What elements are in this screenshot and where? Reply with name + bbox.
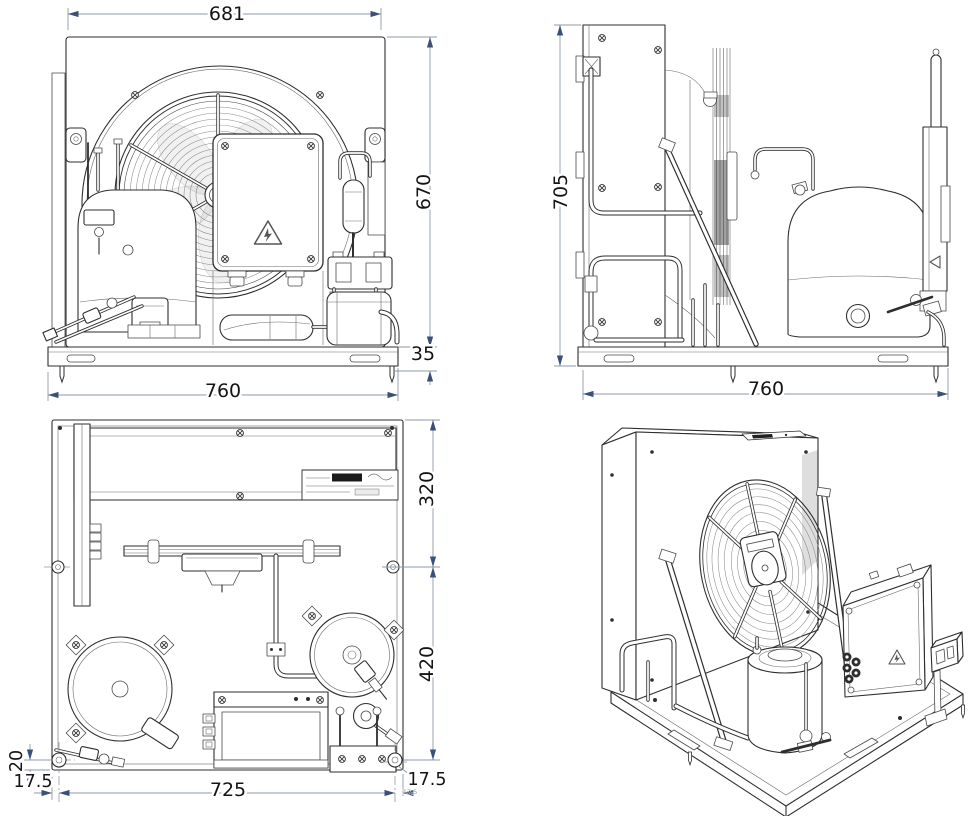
dim-top-hole-pitch: 725 bbox=[210, 779, 246, 801]
iso-nameplate bbox=[741, 430, 807, 441]
compressor-front bbox=[42, 138, 197, 344]
front-dimensions: 681 670 35 760 bbox=[47, 1, 438, 405]
dim-front-base-height: 35 bbox=[411, 343, 435, 365]
nameplate bbox=[301, 469, 399, 501]
iso-cable-glands bbox=[842, 652, 861, 684]
cable-glands-top bbox=[202, 713, 216, 750]
dim-top-hole-offset-bottom: 20 bbox=[7, 750, 27, 772]
dim-front-width-bottom: 760 bbox=[205, 380, 241, 402]
side-dimensions: 705 760 bbox=[548, 24, 949, 403]
iso-electrical-box bbox=[842, 563, 934, 698]
iso-pressure-switch bbox=[924, 631, 964, 727]
baseplate-side bbox=[577, 346, 949, 383]
compressor-top bbox=[54, 634, 179, 768]
side-view: 705 760 bbox=[548, 24, 951, 403]
top-view: 320 420 20 17.5 725 17.5 17.5 bbox=[5, 419, 449, 804]
dim-top-rear-depth: 320 bbox=[416, 471, 438, 507]
terminal-strip bbox=[89, 523, 102, 560]
dim-top-hole-offset-right: 17.5 bbox=[408, 770, 447, 790]
side-panel-edge bbox=[51, 72, 66, 348]
dim-side-height: 705 bbox=[550, 174, 572, 210]
filter-drier bbox=[338, 151, 372, 259]
dim-front-height: 670 bbox=[413, 174, 435, 210]
dim-top-hole-offset-left: 17.5 bbox=[14, 772, 53, 792]
service-valve bbox=[83, 209, 115, 226]
iso-valve-lever bbox=[780, 738, 832, 754]
dim-side-depth: 760 bbox=[748, 378, 784, 400]
iso-fan bbox=[699, 479, 831, 657]
valve-bracket-top bbox=[329, 706, 397, 773]
warning-triangle-icon bbox=[253, 220, 283, 245]
warning-triangle-icon-iso bbox=[888, 649, 906, 665]
manifold-pipes bbox=[123, 539, 341, 564]
electrical-box-top bbox=[202, 691, 329, 769]
condenser-panel-side bbox=[582, 24, 666, 348]
compressor-side bbox=[750, 147, 931, 338]
dim-top-front-depth: 420 bbox=[416, 646, 438, 682]
dim-front-width-top: 681 bbox=[209, 3, 245, 25]
electrical-box bbox=[212, 133, 324, 287]
baseplate-front bbox=[47, 346, 399, 383]
iso-compressor bbox=[747, 636, 832, 754]
fan-shroud-arc bbox=[81, 65, 359, 259]
dim-top-hole-offset-right-tiny: 17.5 bbox=[403, 788, 417, 796]
front-view: 681 670 35 760 bbox=[42, 1, 438, 405]
electrical-box-side bbox=[886, 48, 951, 347]
iso-view bbox=[601, 427, 965, 816]
top-dimensions: 320 420 20 17.5 725 17.5 17.5 bbox=[5, 419, 449, 804]
muffler bbox=[219, 314, 314, 341]
warning-triangle-icon-side bbox=[929, 255, 941, 269]
side-piping bbox=[582, 56, 720, 347]
brand-script bbox=[367, 473, 393, 481]
receiver-front bbox=[326, 291, 400, 346]
receiver-top bbox=[301, 605, 405, 745]
fan-motor-mount bbox=[726, 151, 738, 221]
mounting-strut-side bbox=[658, 137, 759, 347]
fan-motor-top bbox=[181, 553, 263, 593]
valve-lever bbox=[886, 295, 934, 314]
cable-gland bbox=[227, 270, 305, 287]
iso-piping bbox=[619, 634, 751, 741]
